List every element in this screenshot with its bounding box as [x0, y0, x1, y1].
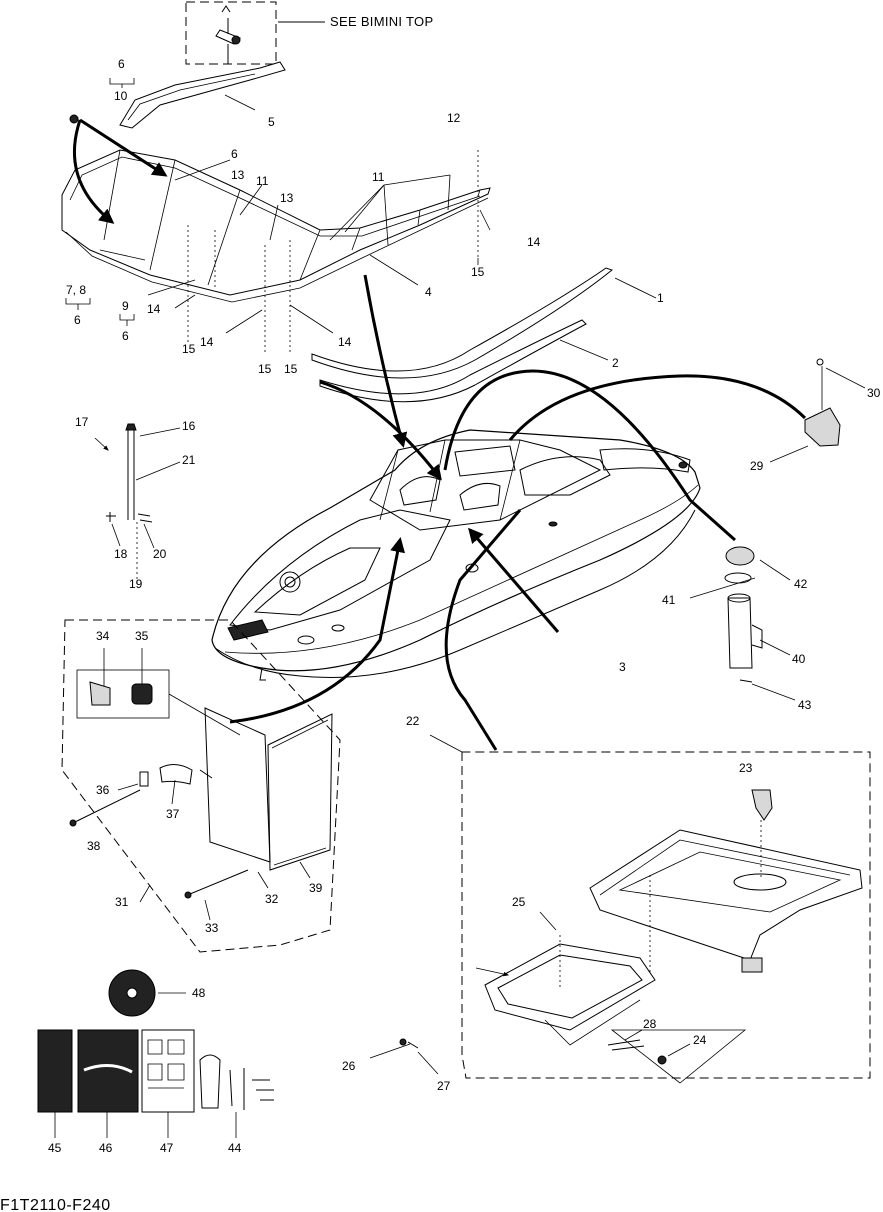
callout-17: 17	[75, 415, 89, 429]
callout-26: 26	[342, 1059, 356, 1073]
callout-19: 19	[129, 577, 143, 591]
callout-6: 6	[74, 313, 81, 327]
callout-35: 35	[135, 629, 149, 643]
callout-44: 44	[228, 1141, 242, 1155]
drawing-code: F1T2110-F240	[0, 1197, 111, 1212]
callout-15: 15	[258, 362, 272, 376]
callout-15: 15	[284, 362, 298, 376]
callout-14: 14	[200, 335, 214, 349]
callout-6: 6	[118, 57, 125, 71]
callout-12: 12	[447, 111, 461, 125]
callout-40: 40	[792, 652, 806, 666]
callout-36: 36	[96, 783, 110, 797]
callout-20: 20	[153, 547, 167, 561]
callout-4: 4	[425, 285, 432, 299]
callout-34: 34	[96, 629, 110, 643]
hardware-16-21	[94, 423, 181, 585]
callout-13: 13	[280, 191, 294, 205]
callout-brackets	[65, 78, 135, 326]
cupholder-parts	[689, 358, 866, 701]
callout-9: 9	[122, 299, 129, 313]
callout-23: 23	[739, 761, 753, 775]
callout-43: 43	[798, 698, 812, 712]
callout-37: 37	[166, 807, 180, 821]
callout-18: 18	[114, 547, 128, 561]
callout-11: 11	[372, 170, 385, 184]
callout-14: 14	[147, 302, 161, 316]
callout-3: 3	[619, 660, 626, 674]
callout-22: 22	[406, 714, 420, 728]
callout-6: 6	[231, 147, 238, 161]
callout-labels: 6 10 5 12 6 13 11 11 13 14 15 4 7, 8 6 9…	[48, 57, 881, 1155]
callout-46: 46	[99, 1141, 113, 1155]
storage-lid-group	[61, 619, 341, 953]
rail-parts	[311, 267, 657, 403]
windshield-assembly	[61, 61, 491, 355]
callout-25: 25	[512, 895, 526, 909]
callout-48: 48	[192, 986, 206, 1000]
seat-base-group	[369, 734, 871, 1084]
callout-14: 14	[527, 235, 541, 249]
callout-5: 5	[268, 115, 275, 129]
callout-27: 27	[437, 1079, 451, 1093]
callout-2: 2	[612, 356, 619, 370]
callout-42: 42	[794, 577, 808, 591]
callout-21: 21	[182, 453, 196, 467]
callout-11: 11	[256, 174, 269, 188]
callout-6: 6	[122, 329, 129, 343]
callout-15: 15	[471, 265, 485, 279]
bimini-note: SEE BIMINI TOP	[330, 14, 433, 29]
callout-1: 1	[657, 291, 664, 305]
callout-24: 24	[693, 1033, 707, 1047]
callout-7-8: 7, 8	[66, 283, 86, 297]
callout-39: 39	[309, 881, 323, 895]
boat-hull	[211, 429, 701, 681]
callout-28: 28	[643, 1017, 657, 1031]
callout-38: 38	[87, 839, 101, 853]
callout-33: 33	[205, 921, 219, 935]
callout-10: 10	[114, 89, 128, 103]
callout-13: 13	[231, 168, 245, 182]
callout-41: 41	[662, 593, 676, 607]
callout-32: 32	[265, 892, 279, 906]
bimini-reference: SEE BIMINI TOP	[185, 1, 433, 65]
manuals-group	[37, 969, 274, 1138]
callout-30: 30	[867, 386, 881, 400]
callout-45: 45	[48, 1141, 62, 1155]
assembly-arrows	[229, 274, 807, 751]
callout-29: 29	[750, 459, 764, 473]
callout-15: 15	[182, 342, 196, 356]
callout-47: 47	[160, 1141, 174, 1155]
callout-16: 16	[182, 419, 196, 433]
callout-31: 31	[115, 895, 129, 909]
callout-14: 14	[338, 335, 352, 349]
